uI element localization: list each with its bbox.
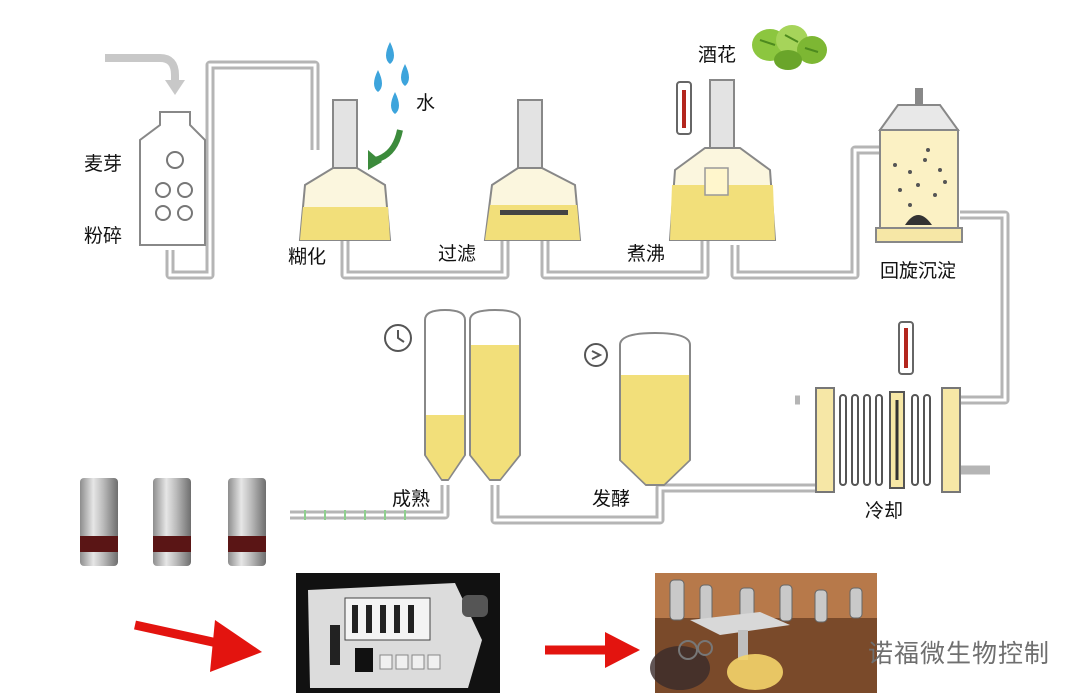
maturation-tank-right [469,308,521,481]
water-drops-icon [374,42,409,114]
label-hops: 酒花 [698,44,737,66]
label-whirlpool: 回旋沉淀 [880,260,957,282]
beer-can-3 [228,478,266,566]
watermark-icon [678,640,713,660]
label-milling: 粉碎 [84,225,123,247]
malt-input-arrow-head [165,80,185,95]
malt-input-arrow [105,54,179,82]
label-fermentation: 发酵 [592,488,631,510]
label-maturation: 成熟 [392,488,431,510]
boil-kettle [668,79,777,241]
water-arrow [374,129,403,163]
label-cooling: 冷却 [865,500,904,522]
thermometer-icon [676,81,692,135]
beer-can-2 [153,478,191,566]
outlet-ticks [304,510,406,520]
fermentation-tank [619,331,691,486]
pipe-highlights [168,63,1007,522]
label-malt: 麦芽 [84,153,123,175]
beer-can-1 [80,478,118,566]
mash-tun [298,99,392,241]
red-arrow-left [134,620,262,672]
lab-equipment-photo [296,573,500,693]
gauge-icon [584,343,608,367]
label-mashing: 糊化 [288,246,327,268]
maturation-tank-left [424,308,466,481]
label-water: 水 [416,92,436,114]
beer-tap-photo [650,573,877,693]
label-filtering: 过滤 [438,243,477,265]
water-arrow-head [368,150,382,170]
malt-mill [139,111,206,246]
clock-gauge-icon [384,324,412,352]
lauter-tun [483,99,582,241]
heat-exchanger [815,321,961,493]
whirlpool-tank [875,88,963,243]
label-boiling: 煮沸 [627,243,666,265]
watermark-text: 诺福微生物控制 [868,639,1051,668]
red-arrow-right [545,632,640,668]
hops-icon [752,25,827,70]
